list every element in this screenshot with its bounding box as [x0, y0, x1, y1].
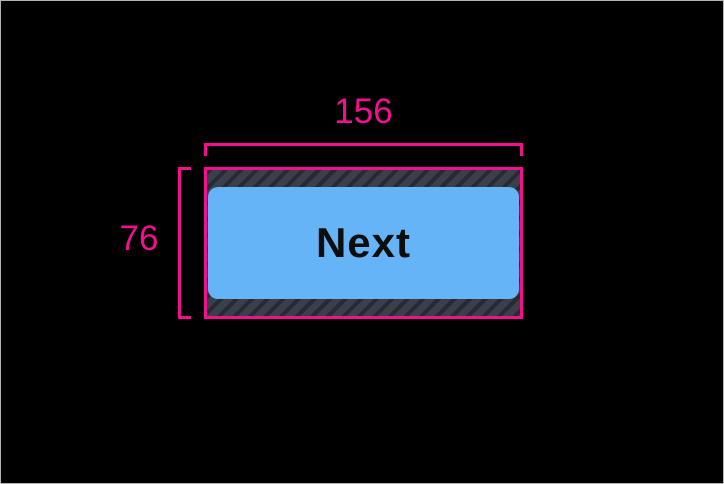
height-dimension-bracket [178, 167, 191, 319]
width-measurement-label: 156 [334, 92, 393, 131]
next-button-label: Next [315, 219, 412, 266]
measured-region-outline: Next [204, 167, 523, 319]
height-measurement-label: 76 [119, 219, 159, 258]
width-dimension-line [204, 143, 523, 156]
next-button[interactable]: Next [208, 187, 519, 299]
